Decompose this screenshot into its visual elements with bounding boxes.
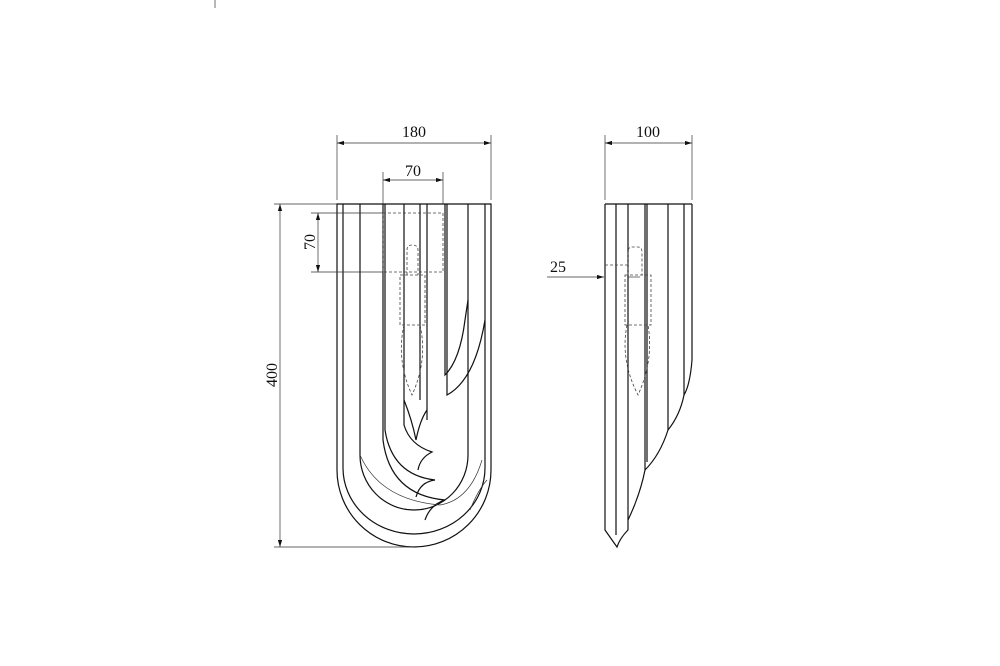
width-label: 180 <box>402 124 426 141</box>
front-view: 180 70 70 400 <box>264 124 492 548</box>
inner-width-label: 70 <box>405 163 421 180</box>
side-body-outline <box>604 203 693 549</box>
depth-label: 100 <box>636 124 660 141</box>
dimension-depth-100: 100 <box>604 124 693 200</box>
flame-bulb-hidden <box>400 324 424 396</box>
side-socket-hidden <box>624 274 652 326</box>
height-label: 400 <box>264 363 281 387</box>
dimension-offset-25: 25 <box>547 259 640 280</box>
top-height-label: 70 <box>302 234 319 250</box>
dimension-top-height-70: 70 <box>302 212 383 273</box>
side-flame-bulb-hidden <box>624 324 650 396</box>
bulb-base-hidden <box>406 244 419 275</box>
dimension-width-180: 180 <box>336 124 492 200</box>
offset-label: 25 <box>550 259 566 276</box>
mounting-plate-hidden <box>382 212 444 273</box>
socket-hidden <box>399 274 426 326</box>
front-body-outline <box>336 203 492 548</box>
dimension-height-400: 400 <box>264 203 414 548</box>
dimension-inner-width-70: 70 <box>382 163 444 204</box>
side-bulb-base-hidden <box>627 246 643 275</box>
side-view: 100 25 <box>547 124 693 549</box>
